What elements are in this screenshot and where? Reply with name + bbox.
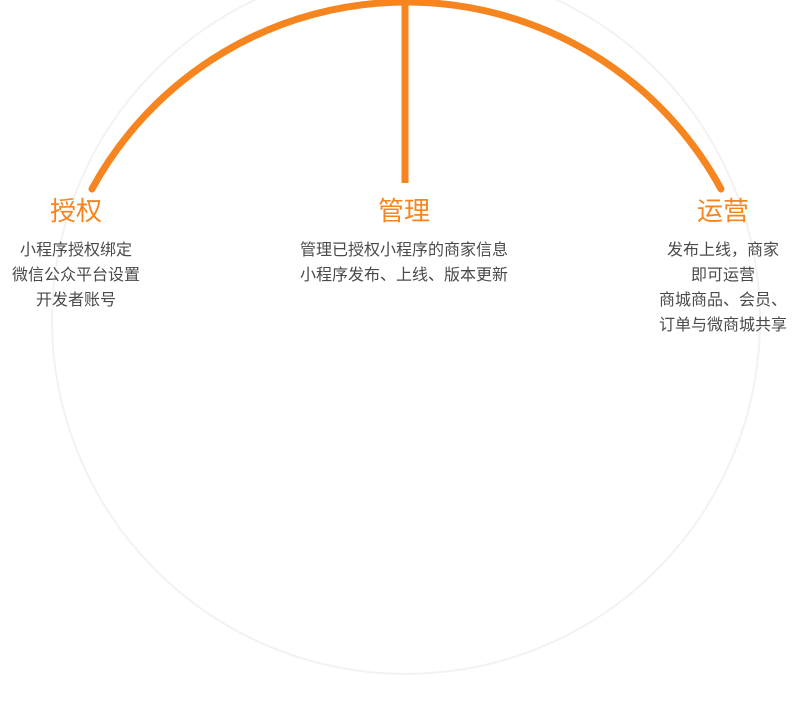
node-operations-description: 发布上线，商家 即可运营 商城商品、会员、 订单与微商城共享 — [648, 237, 798, 337]
node-operations-line: 发布上线，商家 — [666, 240, 779, 259]
node-operations: 运营 发布上线，商家 即可运营 商城商品、会员、 订单与微商城共享 — [648, 197, 798, 337]
background-circle — [50, 0, 762, 675]
node-operations-title: 运营 — [696, 197, 749, 227]
node-authorization: 授权 小程序授权绑定 微信公众平台设置 开发者账号 — [0, 197, 152, 312]
node-operations-line: 订单与微商城共享 — [658, 315, 787, 334]
node-management-line: 小程序发布、上线、版本更新 — [299, 265, 508, 284]
node-management-description: 管理已授权小程序的商家信息 小程序发布、上线、版本更新 — [268, 237, 540, 287]
node-management-title: 管理 — [377, 197, 430, 227]
node-authorization-line: 小程序授权绑定 — [19, 240, 132, 259]
node-authorization-description: 小程序授权绑定 微信公众平台设置 开发者账号 — [0, 237, 152, 312]
node-authorization-line: 开发者账号 — [35, 290, 116, 309]
node-operations-line: 即可运营 — [690, 265, 755, 284]
node-authorization-line: 微信公众平台设置 — [11, 265, 140, 284]
node-authorization-title: 授权 — [49, 197, 102, 227]
node-management: 管理 管理已授权小程序的商家信息 小程序发布、上线、版本更新 — [268, 197, 540, 287]
node-management-line: 管理已授权小程序的商家信息 — [299, 240, 508, 259]
node-operations-line: 商城商品、会员、 — [658, 290, 787, 309]
